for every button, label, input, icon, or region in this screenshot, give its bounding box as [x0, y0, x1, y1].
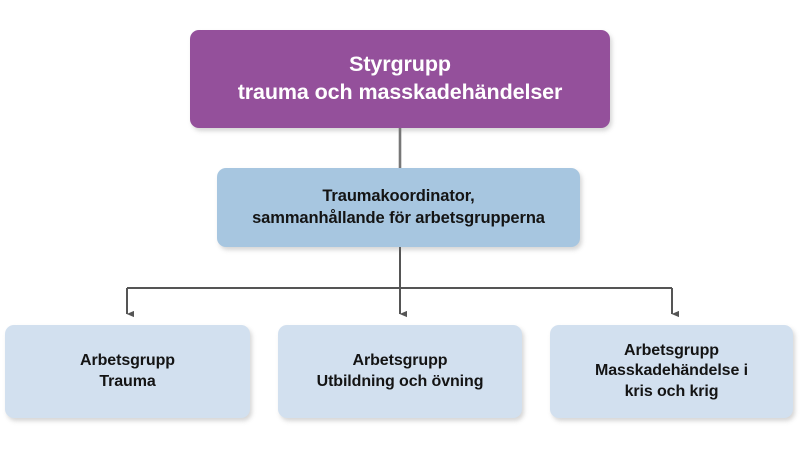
node-trauma-coordinator: Traumakoordinator, sammanhållande för ar…	[217, 168, 580, 247]
node-steering-group: Styrgrupp trauma och masskadehändelser	[190, 30, 610, 128]
node-working-group-education: Arbetsgrupp Utbildning och övning	[278, 325, 522, 418]
node-working-group-education-label: Arbetsgrupp Utbildning och övning	[316, 352, 484, 390]
node-working-group-trauma-label: Arbetsgrupp Trauma	[80, 352, 175, 390]
node-working-group-trauma: Arbetsgrupp Trauma	[5, 325, 250, 418]
node-working-group-mass-casualty: Arbetsgrupp Masskadehändelse i kris och …	[550, 325, 793, 418]
node-working-group-mass-casualty-label: Arbetsgrupp Masskadehändelse i kris och …	[595, 341, 748, 400]
node-trauma-coordinator-label: Traumakoordinator, sammanhållande för ar…	[252, 187, 545, 227]
node-steering-group-label: Styrgrupp trauma och masskadehändelser	[237, 52, 563, 104]
